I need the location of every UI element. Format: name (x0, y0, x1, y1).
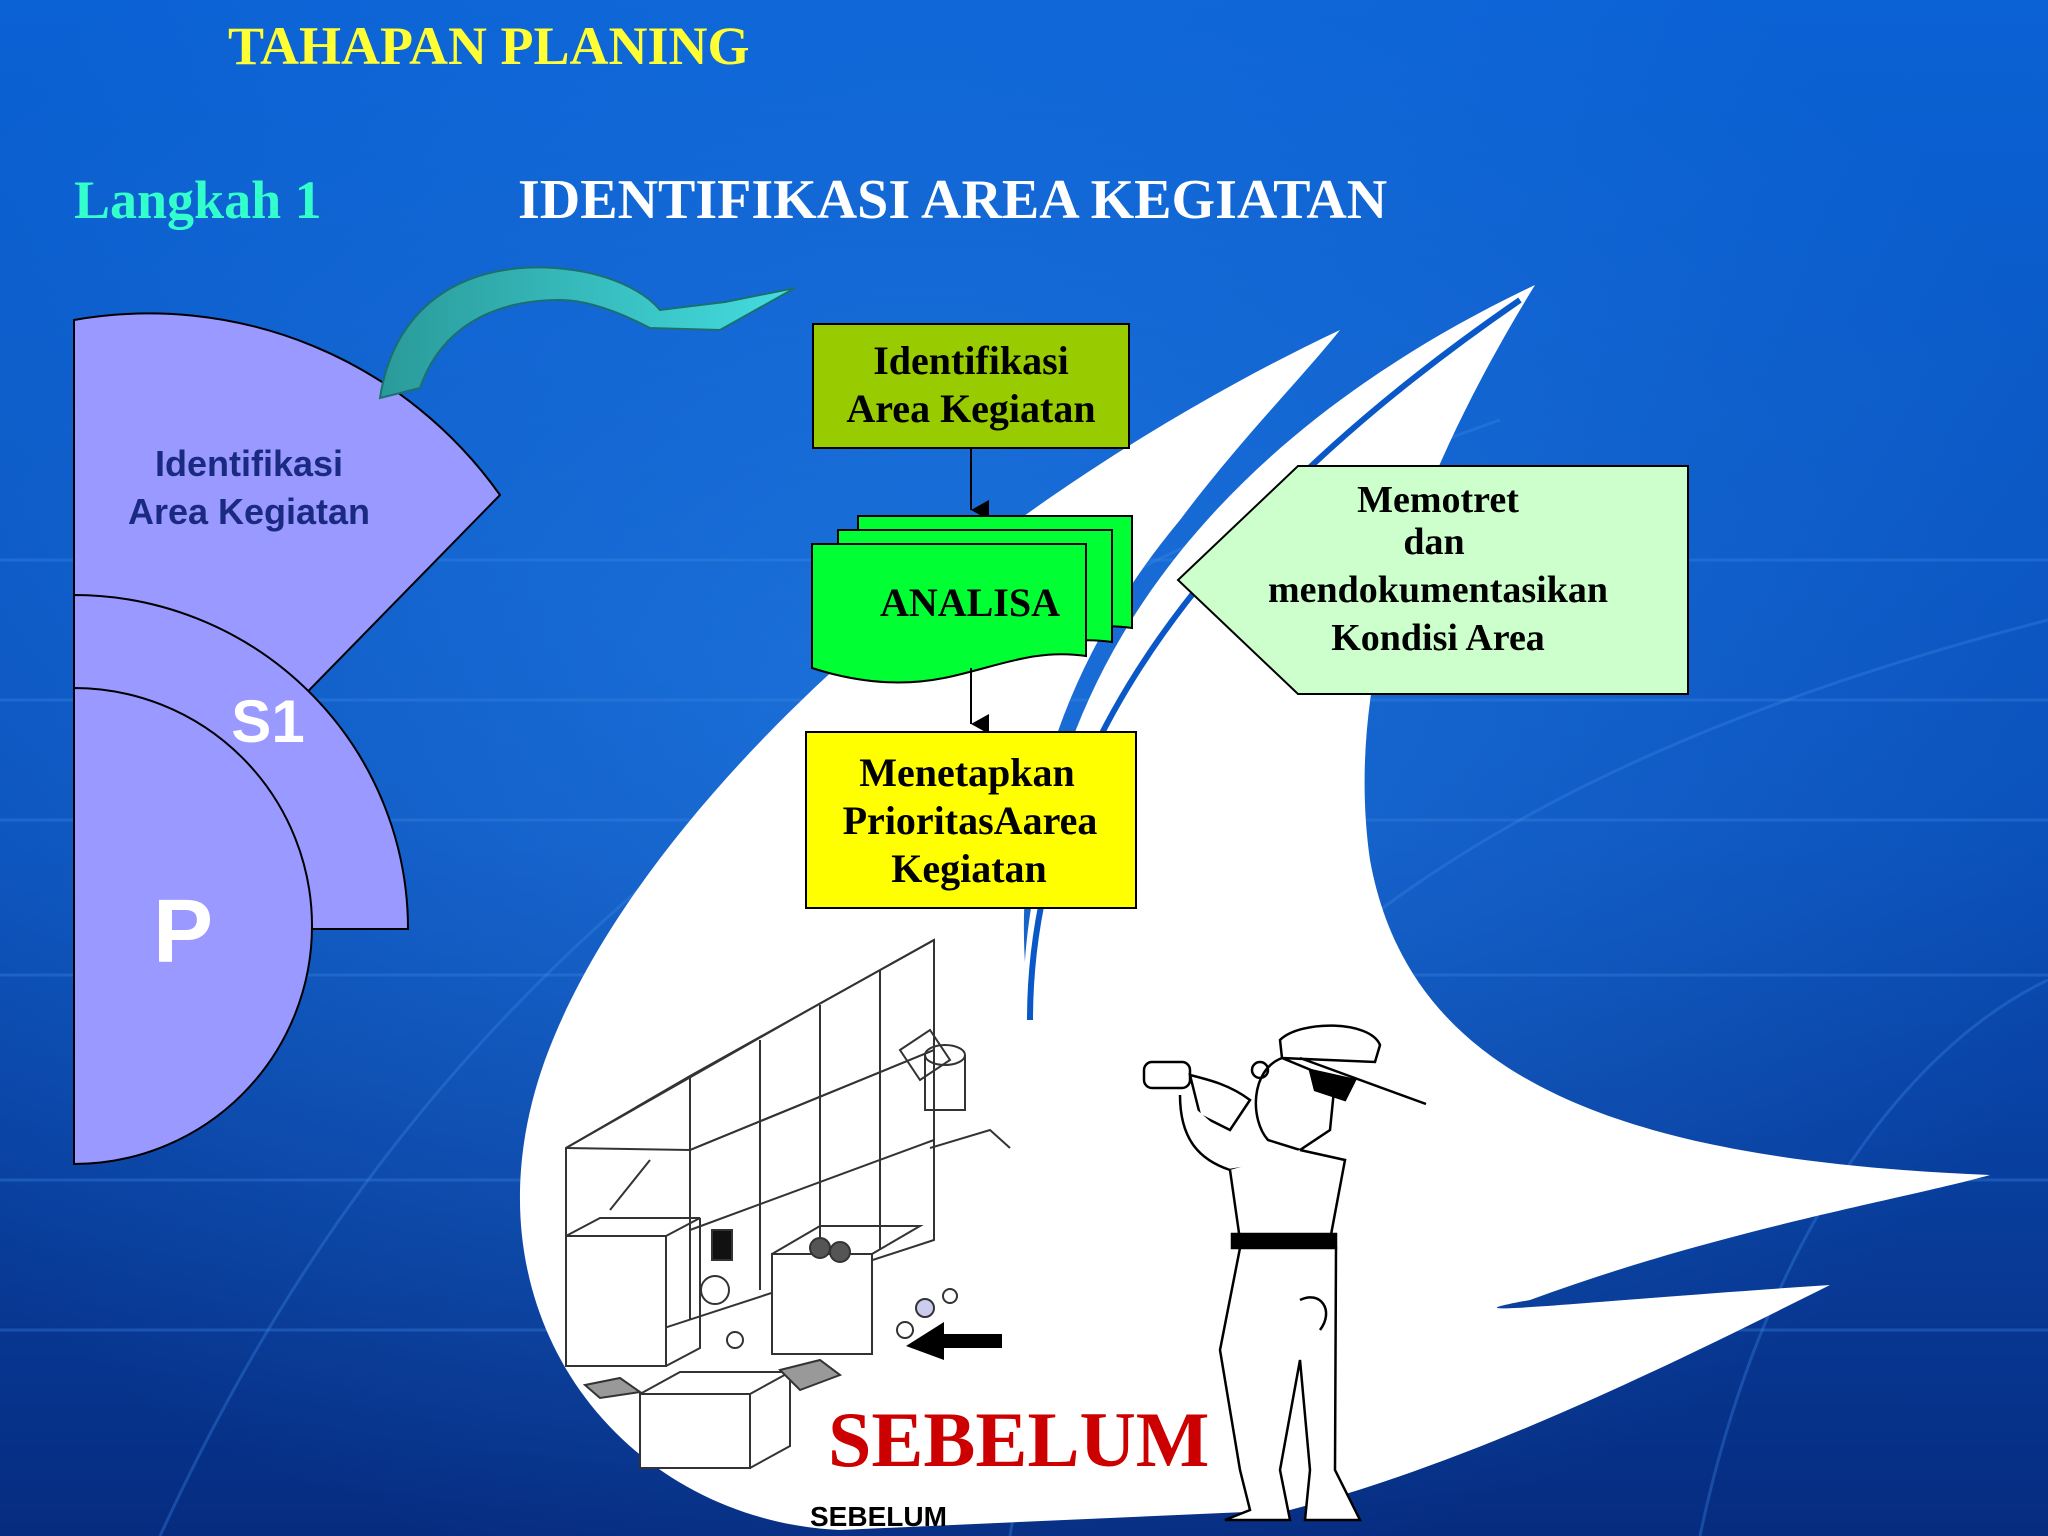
box-memotret-line4: Kondisi Area (1331, 617, 1545, 659)
black-arrow-left (906, 1322, 1002, 1360)
sebelum-label-small: SEBELUM (810, 1501, 947, 1532)
box-menetapkan-line3: Kegiatan (891, 846, 1047, 891)
fan-outer-label-line1: Identifikasi (155, 443, 343, 484)
box-identifikasi (812, 323, 1130, 449)
slide-heading: IDENTIFIKASI AREA KEGIATAN (518, 169, 1387, 231)
box-identifikasi-line1: Identifikasi (873, 338, 1069, 383)
slide-title: TAHAPAN PLANING (228, 16, 750, 76)
sebelum-label-large: SEBELUM (828, 1396, 1209, 1483)
step-label: Langkah 1 (74, 170, 322, 230)
box-analisa-label: ANALISA (880, 580, 1060, 625)
box-menetapkan (805, 731, 1137, 909)
fan-inner-label: P (153, 882, 213, 982)
illustration-man (1142, 1024, 1427, 1522)
box-memotret-line1: Memotret (1357, 479, 1519, 521)
fan-outer-label-line2: Area Kegiatan (128, 491, 370, 532)
box-menetapkan-line2: PrioritasAarea (843, 798, 1098, 843)
box-memotret-line2: dan (1403, 521, 1464, 563)
fan-diagram (73, 312, 502, 1166)
illustration-shelves (565, 938, 1011, 1469)
fan-inner-sector (73, 686, 314, 1166)
box-analisa (811, 515, 1133, 684)
box-memotret (1176, 465, 1689, 695)
curved-arrow (378, 266, 796, 400)
box-identifikasi-line2: Area Kegiatan (846, 386, 1095, 431)
box-memotret-line3: mendokumentasikan (1268, 569, 1608, 611)
box-menetapkan-line1: Menetapkan (859, 750, 1075, 795)
fan-middle-label: S1 (231, 688, 304, 755)
